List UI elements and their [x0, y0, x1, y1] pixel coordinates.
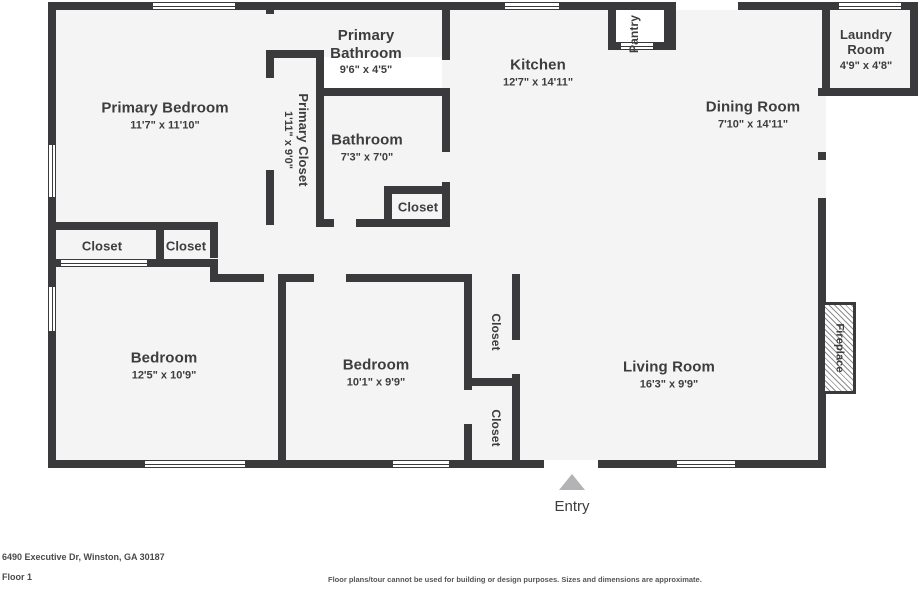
exterior-wall-right-main — [818, 88, 826, 468]
interior-wall-bath-closet-bottom — [392, 219, 450, 227]
interior-wall-hall-step-vert — [210, 259, 218, 282]
interior-wall-primary-closet-top — [266, 50, 324, 58]
interior-wall-bed3closet-right-lower — [512, 374, 520, 468]
window-primary-bedroom-top — [152, 2, 236, 10]
hall-closet-2-floor — [162, 228, 214, 265]
door-bed3-closet-upper — [512, 340, 520, 374]
interior-wall-bed3closet-left-upper — [464, 274, 472, 390]
window-living-bottom — [676, 460, 736, 468]
interior-wall-primary-closet-right — [316, 50, 324, 225]
primary-closet-floor — [274, 57, 316, 225]
property-address: 6490 Executive Dr, Winston, GA 30187 — [2, 552, 165, 562]
primary-bathroom-dimensions: 9'6" x 4'5" — [339, 64, 393, 77]
interior-wall-bed3closet-right-upper — [512, 274, 520, 340]
interior-wall-kitchen-left-upper — [442, 2, 450, 60]
opening-dining-right-upper — [818, 96, 826, 152]
footer: 6490 Executive Dr, Winston, GA 30187 Flo… — [0, 548, 918, 591]
laundry-room-floor — [830, 8, 918, 93]
interior-wall-primary-bed-right-mid — [266, 48, 274, 78]
interior-wall-closet2-right — [210, 222, 218, 258]
interior-wall-bathroom-bottom-left — [316, 219, 334, 227]
interior-wall-bedroom3-top-right — [346, 274, 472, 282]
exterior-wall-right-laundry — [910, 2, 918, 94]
fireplace — [822, 302, 856, 394]
interior-wall-bath-closet-top — [384, 186, 450, 194]
door-primary-bedroom — [266, 14, 274, 50]
interior-wall-primary-bed-right-lower — [266, 170, 274, 225]
interior-wall-closet-divider — [156, 222, 164, 267]
interior-wall-bedroom3-top-mid — [278, 274, 314, 282]
interior-wall-primary-bath-bottom — [316, 88, 450, 96]
entry-triangle-icon — [559, 474, 585, 490]
hall-closet-1-floor — [54, 228, 158, 265]
interior-wall-closets-top — [48, 222, 218, 230]
opening-dining-top — [676, 2, 738, 10]
interior-wall-closet1-bottom-right — [148, 259, 164, 267]
door-bed3-closet-lower — [464, 390, 472, 424]
door-hall-living — [442, 152, 450, 182]
window-primary-bedroom-left — [48, 144, 56, 198]
bedroom-3-floor — [286, 287, 472, 465]
window-bedroom2-bottom — [144, 460, 246, 468]
exterior-wall-laundry-bottom — [818, 88, 918, 96]
window-bedroom3-bottom — [392, 460, 450, 468]
interior-wall-pantry-bottom-left — [608, 42, 620, 50]
interior-wall-pantry-left — [608, 2, 616, 50]
pantry-floor — [614, 8, 672, 48]
bathroom-closet-floor — [388, 188, 450, 225]
opening-living-right — [818, 160, 826, 198]
disclaimer-text: Floor plans/tour cannot be used for buil… — [328, 575, 702, 584]
interior-wall-pantry-right — [664, 2, 676, 50]
window-pantry-opening — [620, 42, 654, 50]
window-hall-closet1 — [60, 259, 148, 267]
entry-marker: Entry — [540, 474, 604, 515]
interior-wall-bedroom2-right — [278, 282, 286, 468]
floor-number-label: Floor 1 — [2, 572, 33, 582]
door-bathroom-hall — [334, 219, 356, 227]
bedroom-2-floor — [54, 265, 286, 465]
door-kitchen-hall — [442, 60, 450, 88]
living-room-floor — [450, 287, 824, 465]
window-laundry-top — [838, 2, 902, 10]
interior-wall-bed3closet-left-lower — [464, 424, 472, 468]
window-kitchen-top — [504, 2, 560, 10]
exterior-wall-top-left — [48, 2, 826, 10]
interior-wall-closet1-bottom — [48, 259, 60, 267]
interior-wall-closet2-bottom — [164, 259, 218, 267]
door-bedroom3 — [314, 274, 346, 282]
interior-wall-primary-bed-right-upper — [266, 2, 274, 14]
interior-wall-pantry-bottom-right — [654, 42, 676, 50]
kitchen-dining-floor — [450, 8, 824, 287]
interior-wall-kitchen-left-mid — [442, 88, 450, 152]
window-bedroom2-left — [48, 286, 56, 332]
interior-wall-kitchen-left-lower — [442, 182, 450, 227]
door-entry-front — [544, 460, 598, 468]
primary-bedroom-floor — [54, 8, 274, 225]
entry-label: Entry — [554, 498, 590, 515]
interior-wall-bedroom3-top-left — [228, 274, 264, 282]
interior-wall-bath-closet-left — [384, 186, 392, 227]
door-primary-bedroom-hall — [266, 78, 274, 170]
interior-wall-bathroom-bottom-right — [356, 219, 392, 227]
primary-bathroom-floor — [262, 8, 450, 57]
interior-wall-laundry-left — [822, 2, 830, 96]
interior-wall-hall-step — [210, 274, 240, 282]
floor-plan-canvas: Fireplace Primary Bedroom 11'7" x 11'10"… — [48, 2, 918, 515]
interior-wall-bed3closet-divider — [464, 378, 520, 386]
exterior-wall-left — [48, 2, 56, 468]
